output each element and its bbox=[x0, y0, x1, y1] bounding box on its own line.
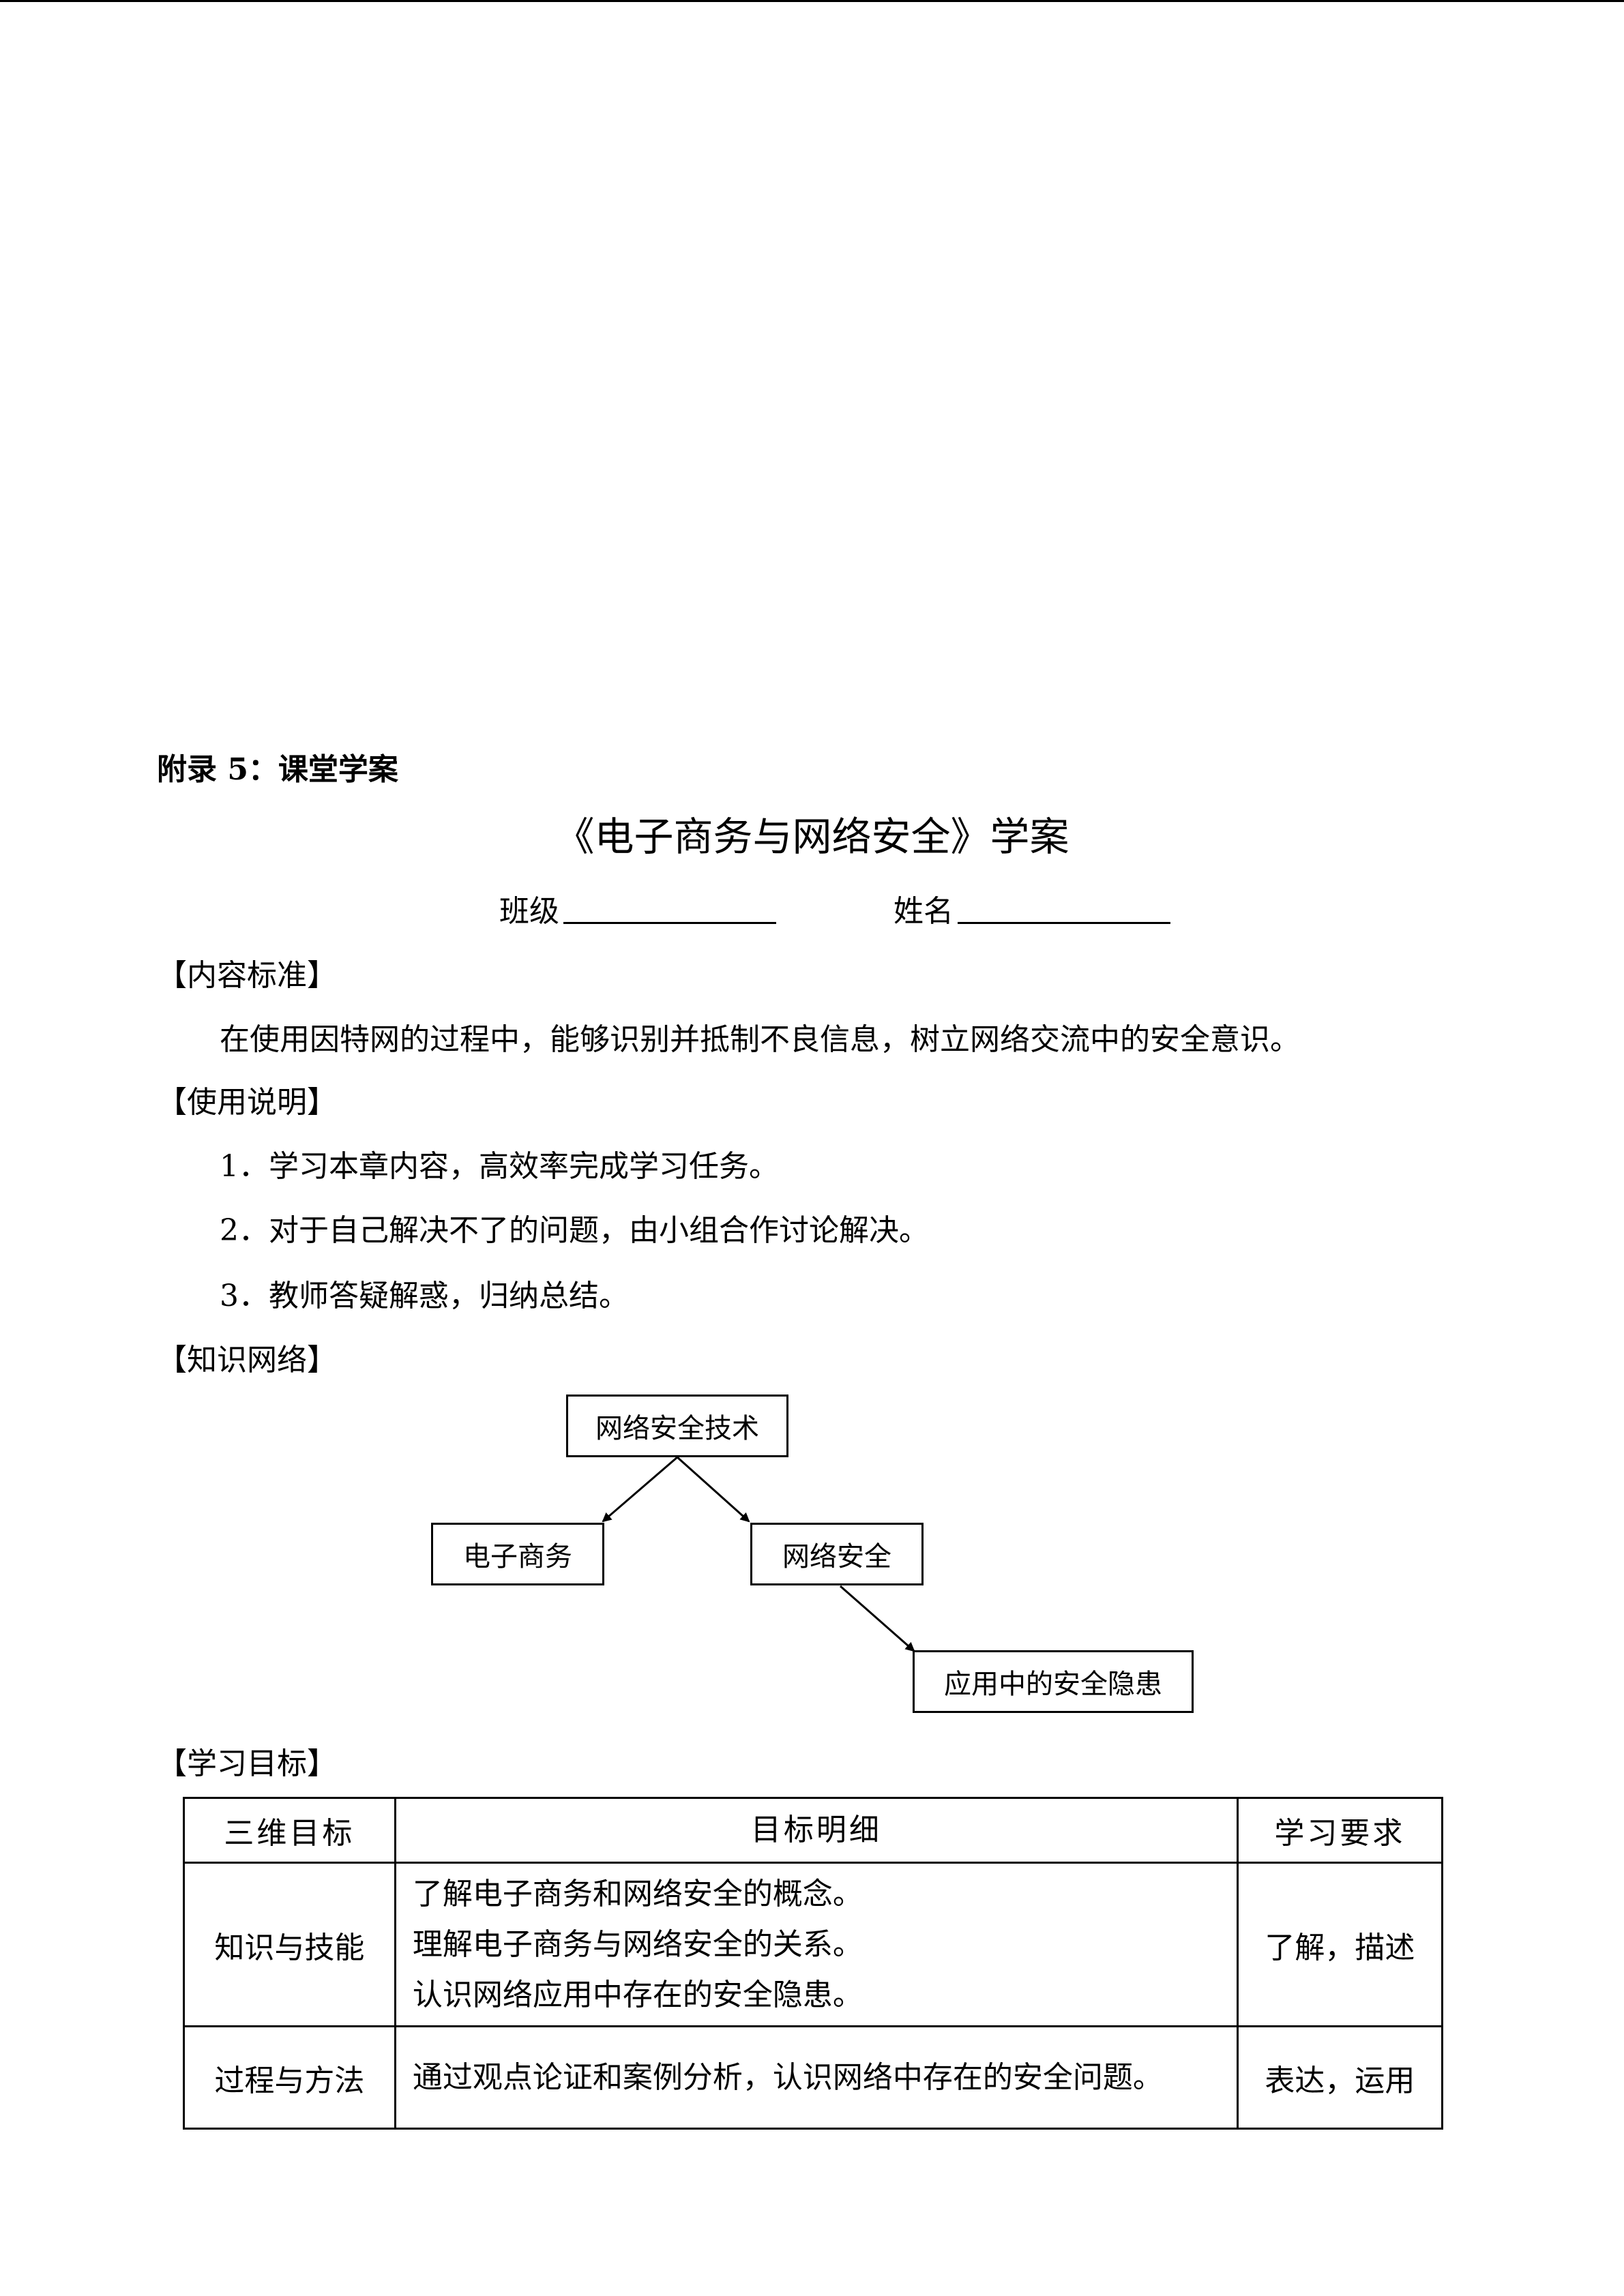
table-row: 知识与技能 了解电子商务和网络安全的概念。 理解电子商务与网络安全的关系。 认识… bbox=[183, 1862, 1444, 2027]
node-network-security-tech: 网络安全技术 bbox=[566, 1395, 788, 1457]
goal-details: 了解电子商务和网络安全的概念。 理解电子商务与网络安全的关系。 认识网络应用中存… bbox=[394, 1862, 1239, 2027]
column-header: 三维目标 bbox=[183, 1797, 396, 1864]
goal-detail-line: 理解电子商务与网络安全的关系。 bbox=[412, 1926, 863, 1962]
appendix-label: 附录 5：课堂学案 bbox=[157, 752, 398, 787]
name-blank[interactable] bbox=[958, 922, 1170, 924]
goal-detail-line: 认识网络应用中存在的安全隐患。 bbox=[412, 1977, 863, 2012]
edge-root-to-ecommerce bbox=[602, 1456, 678, 1523]
table-row: 过程与方法 通过观点论证和案例分析，认识网络中存在的安全问题。 表达，运用 bbox=[183, 2025, 1444, 2130]
column-header: 目标明细 bbox=[394, 1797, 1239, 1864]
goal-detail-line: 了解电子商务和网络安全的概念。 bbox=[412, 1876, 863, 1911]
edge-netsec-to-risks bbox=[840, 1585, 915, 1652]
column-header: 学习要求 bbox=[1236, 1797, 1444, 1864]
page-top-border bbox=[0, 0, 1624, 2]
section-heading-knowledge-network: 【知识网络】 bbox=[157, 1343, 337, 1377]
learning-goals-table: 三维目标 目标明细 学习要求 知识与技能 了解电子商务和网络安全的概念。 理解电… bbox=[183, 1797, 1444, 2130]
document-title: 《电子商务与网络安全》学案 bbox=[555, 814, 1069, 860]
section-heading-usage-notes: 【使用说明】 bbox=[157, 1085, 337, 1120]
goal-requirement: 表达，运用 bbox=[1236, 2025, 1444, 2130]
content-standard-text: 在使用因特网的过程中，能够识别并抵制不良信息，树立网络交流中的安全意识。 bbox=[220, 1022, 1300, 1057]
goal-detail-line: 通过观点论证和案例分析，认识网络中存在的安全问题。 bbox=[412, 2059, 1163, 2095]
usage-note-item: 1．学习本章内容，高效率完成学习任务。 bbox=[220, 1149, 779, 1184]
class-blank[interactable] bbox=[563, 922, 776, 924]
goal-requirement: 了解，描述 bbox=[1236, 1862, 1444, 2027]
usage-note-item: 2．对于自己解决不了的问题，由小组合作讨论解决。 bbox=[220, 1213, 929, 1248]
goal-dimension: 过程与方法 bbox=[183, 2025, 396, 2130]
goal-details: 通过观点论证和案例分析，认识网络中存在的安全问题。 bbox=[394, 2025, 1239, 2130]
section-heading-content-standard: 【内容标准】 bbox=[157, 958, 337, 993]
name-label: 姓名 bbox=[894, 894, 954, 929]
usage-note-item: 3．教师答疑解惑，归纳总结。 bbox=[220, 1279, 629, 1313]
node-application-risks: 应用中的安全隐患 bbox=[913, 1650, 1194, 1713]
goal-dimension: 知识与技能 bbox=[183, 1862, 396, 2027]
class-label: 班级 bbox=[499, 894, 559, 929]
table-header-row: 三维目标 目标明细 学习要求 bbox=[183, 1797, 1444, 1864]
node-network-security: 网络安全 bbox=[750, 1523, 924, 1585]
node-ecommerce: 电子商务 bbox=[431, 1523, 604, 1585]
edge-root-to-netsec bbox=[676, 1456, 750, 1523]
section-heading-learning-goals: 【学习目标】 bbox=[157, 1746, 337, 1781]
